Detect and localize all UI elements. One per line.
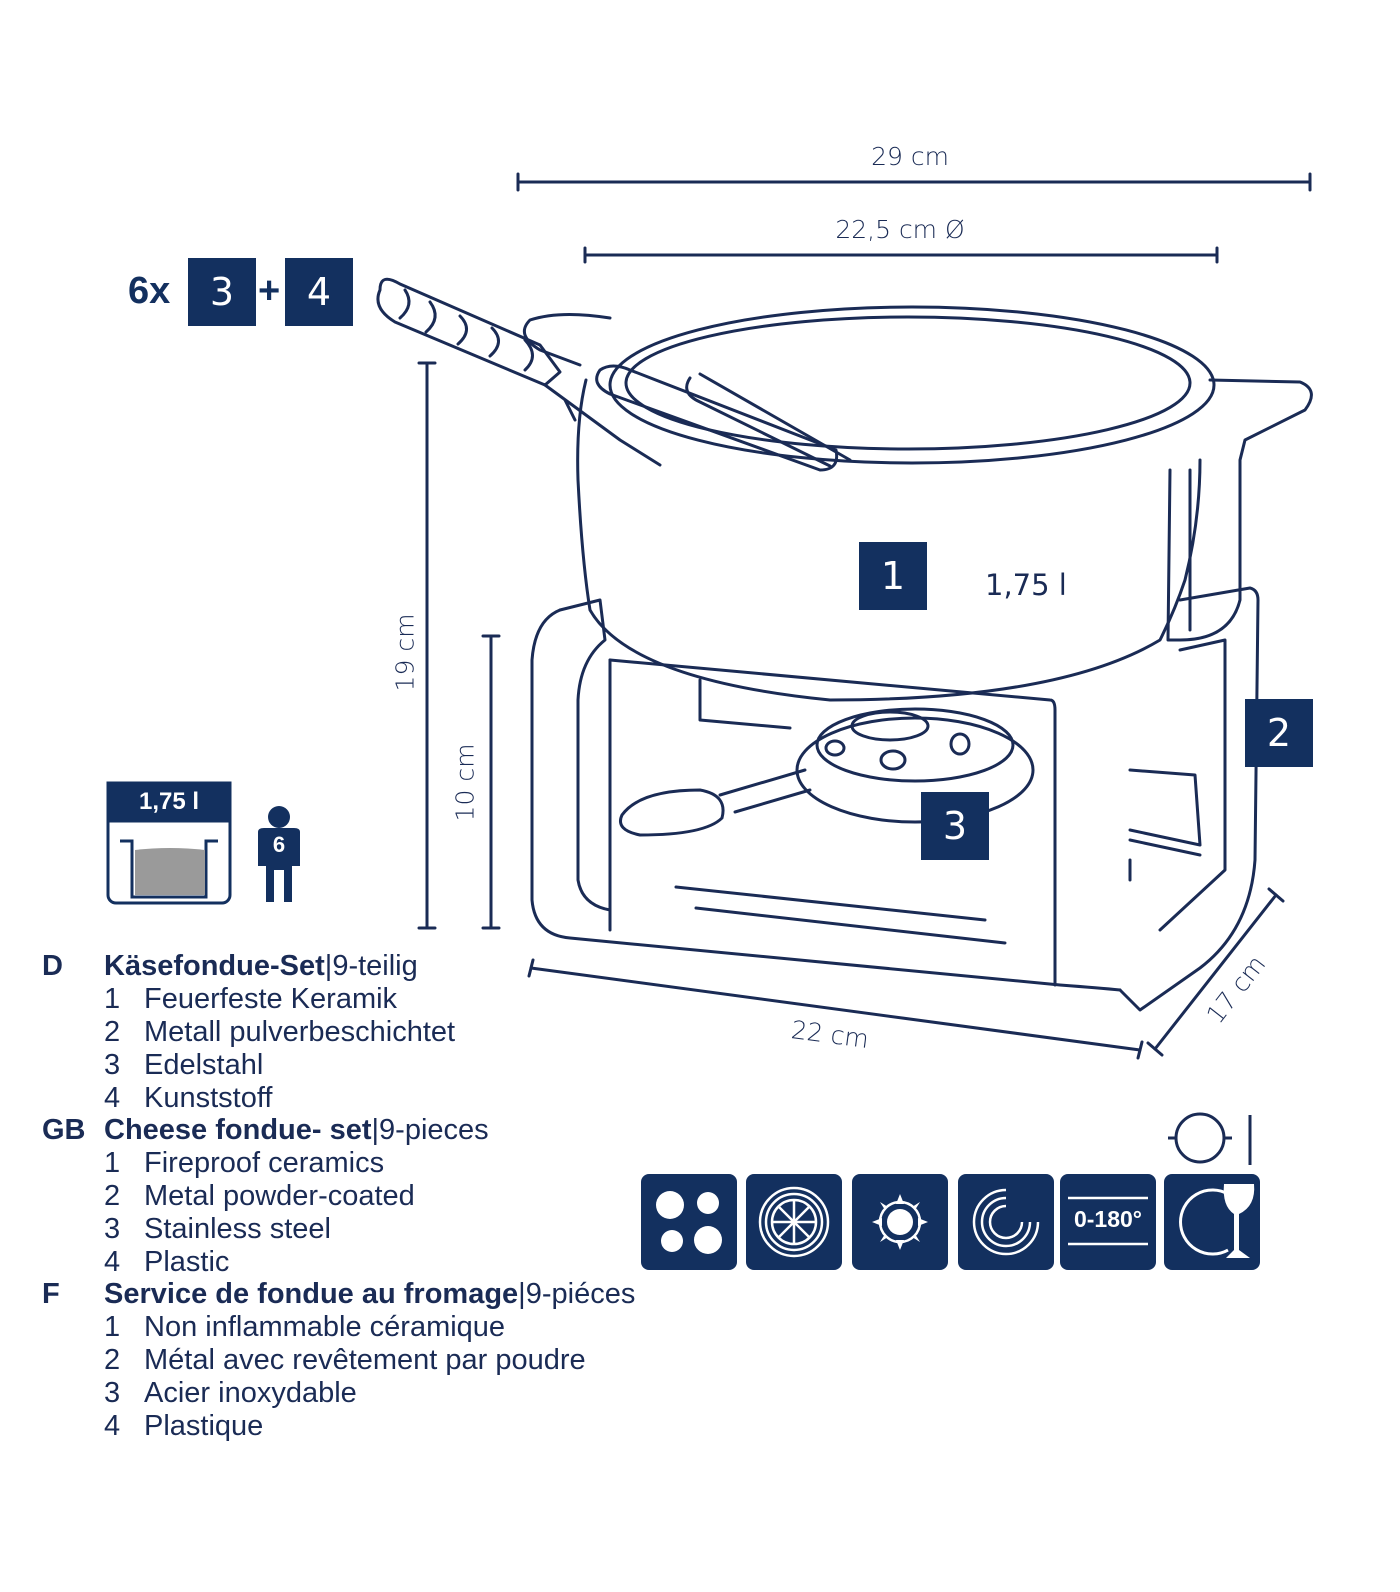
capacity-persons: 6 xyxy=(272,832,286,857)
legend-item-text: Fireproof ceramics xyxy=(144,1147,385,1179)
legend-item-num: 1 xyxy=(104,1311,121,1343)
pot-volume-label: 1,75 l xyxy=(985,568,1067,602)
legend-item-num: 4 xyxy=(104,1082,121,1114)
induction-hob-icon xyxy=(958,1174,1054,1270)
legend-gb: GB Cheese fondue- set | 9-pieces 1 Firepro… xyxy=(42,1114,489,1279)
dishwasher-icon xyxy=(1164,1174,1260,1270)
dimension-line-side xyxy=(1153,893,1278,1051)
legend-title: Käsefondue-Set xyxy=(104,950,325,982)
forks-plus: + xyxy=(258,270,281,312)
legend-subtitle: 9-pieces xyxy=(379,1114,489,1146)
label-diameter: 22,5 cm Ø xyxy=(835,215,965,244)
legend-separator: | xyxy=(324,950,333,982)
legend-code: D xyxy=(42,950,63,982)
legend-item-text: Feuerfeste Keramik xyxy=(144,983,398,1015)
fondue-pot-body xyxy=(576,378,1202,702)
legend-item-text: Non inflammable céramique xyxy=(144,1311,506,1343)
legend-item-num: 3 xyxy=(104,1377,121,1409)
legend-separator: | xyxy=(371,1114,380,1146)
capacity-volume: 1,75 l xyxy=(138,788,200,815)
legend-item-text: Plastic xyxy=(144,1246,230,1278)
legend-item-num: 4 xyxy=(104,1246,121,1278)
legend-code: GB xyxy=(42,1114,86,1146)
legend-item-num: 1 xyxy=(104,983,121,1015)
forks-multiplier: 6x xyxy=(128,270,171,312)
part-1-badge: 1 xyxy=(859,542,927,610)
part-2-badge: 2 xyxy=(1245,699,1313,767)
person-icon xyxy=(258,806,300,902)
capacity-icon xyxy=(106,781,232,905)
plate-cutlery-decoration xyxy=(1168,1112,1252,1165)
legend-item-num: 2 xyxy=(104,1016,121,1048)
legend-title: Service de fondue au fromage xyxy=(104,1278,519,1310)
part-3-badge: 3 xyxy=(921,792,989,860)
burner-handle xyxy=(619,788,725,837)
legend-item-text: Stainless steel xyxy=(144,1213,331,1245)
legend-subtitle: 9-teilig xyxy=(332,950,418,982)
legend-item-num: 3 xyxy=(104,1213,121,1245)
label-height: 19 cm xyxy=(390,613,420,692)
legend-item-text: Plastique xyxy=(144,1410,264,1442)
dimension-line-front xyxy=(529,966,1142,1052)
legend-item-num: 2 xyxy=(104,1180,121,1212)
gas-hob-icon xyxy=(852,1174,948,1270)
legend-item-num: 1 xyxy=(104,1147,121,1179)
legend-subtitle: 9-piéces xyxy=(525,1278,636,1310)
legend-item-text: Acier inoxydable xyxy=(144,1377,357,1409)
fork-part-3-badge: 3 xyxy=(188,258,256,326)
legend-item-num: 2 xyxy=(104,1344,121,1376)
oven-temperature-icon: 0-180° xyxy=(1060,1174,1156,1270)
legend-item-text: Kunststoff xyxy=(144,1082,273,1114)
legend-item-num: 4 xyxy=(104,1410,121,1442)
legend-item-text: Metal powder-coated xyxy=(144,1180,415,1212)
burner-base xyxy=(795,716,1035,824)
legend-separator: | xyxy=(518,1278,526,1310)
legend-code: F xyxy=(42,1278,60,1310)
legend-item-text: Métal avec revêtement par poudre xyxy=(144,1344,586,1376)
legend-fr: F Service de fondue au fromage | 9-piéces… xyxy=(42,1278,635,1443)
oven-temperature-label: 0-180° xyxy=(1073,1206,1143,1232)
legend-item-text: Edelstahl xyxy=(144,1049,264,1081)
legend-title: Cheese fondue- set xyxy=(104,1114,372,1146)
stand-back-frame xyxy=(1118,586,1260,1012)
fork-part-4-badge: 4 xyxy=(285,258,353,326)
fondue-forks xyxy=(376,277,852,472)
label-width: 29 cm xyxy=(871,142,949,171)
electric-hob-icon xyxy=(641,1174,737,1270)
legend-de: D Käsefondue-Set | 9-teilig 1 Feuerfeste K… xyxy=(42,950,455,1115)
legend-item-text: Metall pulverbeschichtet xyxy=(144,1016,456,1048)
label-stand-height: 10 cm xyxy=(450,743,480,822)
ceramic-hob-icon xyxy=(746,1174,842,1270)
legend-item-num: 3 xyxy=(104,1049,121,1081)
